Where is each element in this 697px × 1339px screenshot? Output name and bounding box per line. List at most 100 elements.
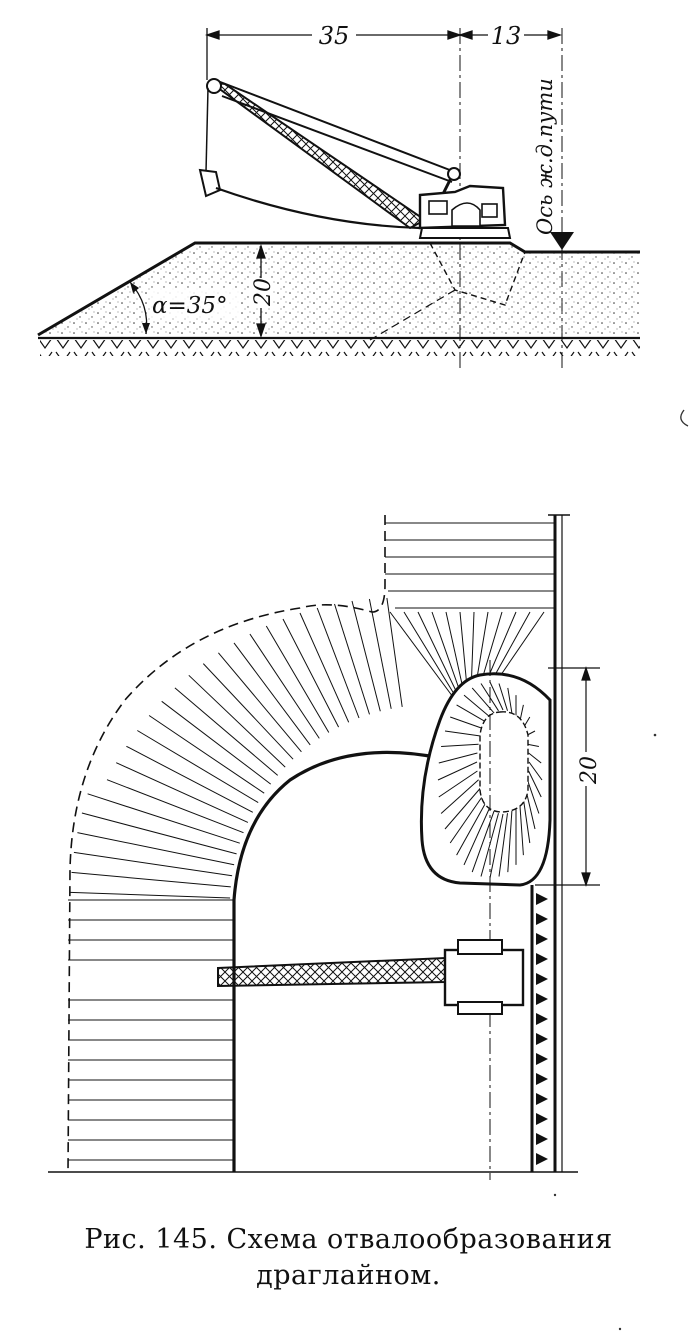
rail-sleeper [536, 1053, 548, 1065]
excavation-trench [429, 242, 526, 306]
hatch-line [527, 743, 539, 747]
caption-line-1: Рис. 145. Схема отвалообразования [84, 1224, 613, 1255]
hatch-line [265, 625, 330, 733]
hatch-line [70, 891, 231, 899]
cab-door [451, 202, 481, 227]
hatch-line [526, 779, 540, 814]
hatch-line [471, 810, 495, 873]
cab-window-right [481, 203, 498, 218]
hatch-line [77, 832, 235, 866]
rail-sleeper [536, 1073, 548, 1085]
rail-sleeper [536, 1153, 548, 1165]
hoist-rope [205, 87, 209, 173]
dim-13-label: 13 [491, 22, 522, 50]
hatch-line [441, 743, 479, 747]
hatch-line [81, 812, 237, 855]
rail-sleeper [536, 1013, 548, 1025]
hatch-line [522, 795, 531, 844]
rail-sleeper [536, 1033, 548, 1045]
dim-35-label: 35 [319, 22, 350, 50]
dim-height-label: 20 [251, 278, 276, 307]
boom-pendant-lower [221, 95, 453, 183]
hatch-line [444, 730, 481, 737]
rail-axis-label: Ось ж.д.пути [533, 78, 557, 235]
hatch-line [282, 618, 340, 728]
dump-inner-boundary [232, 750, 441, 1172]
hatch-line [137, 730, 259, 804]
drag-rope [215, 186, 421, 230]
hatch-line [87, 793, 240, 844]
hatch-line [249, 633, 320, 739]
hatch-line [334, 603, 370, 715]
section-view: 35 13 Ось ж.д.пути 20 α=35° [37, 22, 640, 370]
hatch-line [450, 716, 484, 730]
dump-embankment [38, 243, 640, 336]
rail-sleeper [536, 1093, 548, 1105]
figure-caption: Рис. 145. Схема отвалообразования драгла… [0, 1222, 697, 1294]
hatch-line [368, 598, 392, 709]
hatch-line [507, 687, 513, 714]
pit-hatching [437, 681, 543, 879]
hatch-line [126, 745, 254, 813]
hatch-line [489, 681, 504, 711]
plan-dim-label: 20 [577, 756, 602, 785]
plan-cab-front [457, 939, 503, 955]
hatch-line [528, 761, 543, 781]
hatch-line [106, 779, 244, 834]
plan-dragline-boom [217, 956, 446, 988]
rail-sleeper [536, 913, 548, 925]
dragline-bucket [198, 168, 222, 198]
hatch-line [316, 607, 360, 719]
hatch-line [115, 762, 249, 823]
rail-sleeper [536, 1113, 548, 1125]
hatch-line [174, 687, 279, 776]
hatch-line [463, 694, 491, 718]
slope-angle-label: α=35° [152, 293, 228, 319]
scan-mark [680, 409, 689, 427]
plan-view: 20 [48, 514, 602, 1180]
hatch-line [188, 674, 286, 768]
hatch-line [437, 761, 478, 781]
hatch-line [161, 700, 272, 785]
trench-slope-line [369, 289, 456, 341]
hatch-line [444, 787, 481, 830]
left-band-hatching [68, 899, 234, 1161]
hatch-line [438, 770, 478, 798]
hatch-line [489, 813, 504, 879]
rail-sleeper [536, 973, 548, 985]
boom-head-sheave [206, 78, 222, 94]
hatch-line [438, 752, 478, 764]
hatch-line [449, 795, 484, 844]
rail-axis-marker [550, 232, 574, 250]
dragline-base [418, 227, 512, 239]
hatch-line [299, 612, 350, 723]
ground-hatching [40, 340, 640, 356]
hatch-line [507, 810, 513, 873]
hatch-line [456, 704, 487, 723]
hatch-line [351, 600, 381, 712]
dragline-machine [198, 78, 512, 239]
hatch-line [218, 652, 302, 753]
hatch-line [498, 683, 508, 711]
caption-line-2: драглайном. [256, 1260, 441, 1291]
rail-sleepers [536, 893, 548, 1165]
plan-cab-rear [457, 1001, 503, 1015]
hatch-line [528, 752, 542, 764]
hatch-line [202, 663, 294, 760]
plan-dragline-cab [443, 948, 525, 1007]
rail-sleeper [536, 953, 548, 965]
rail-sleeper [536, 893, 548, 905]
boom-pendant-upper [214, 79, 456, 173]
rail-sleeper [536, 1133, 548, 1145]
hatch-line [73, 851, 233, 877]
rail-sleeper [536, 993, 548, 1005]
hatch-line [148, 715, 265, 794]
hatch-line [386, 597, 403, 707]
hatch-line [498, 813, 508, 877]
embankment-surface [37, 241, 640, 337]
hatch-line [71, 871, 231, 888]
rail-sleeper [536, 933, 548, 945]
hatch-line [519, 801, 524, 856]
